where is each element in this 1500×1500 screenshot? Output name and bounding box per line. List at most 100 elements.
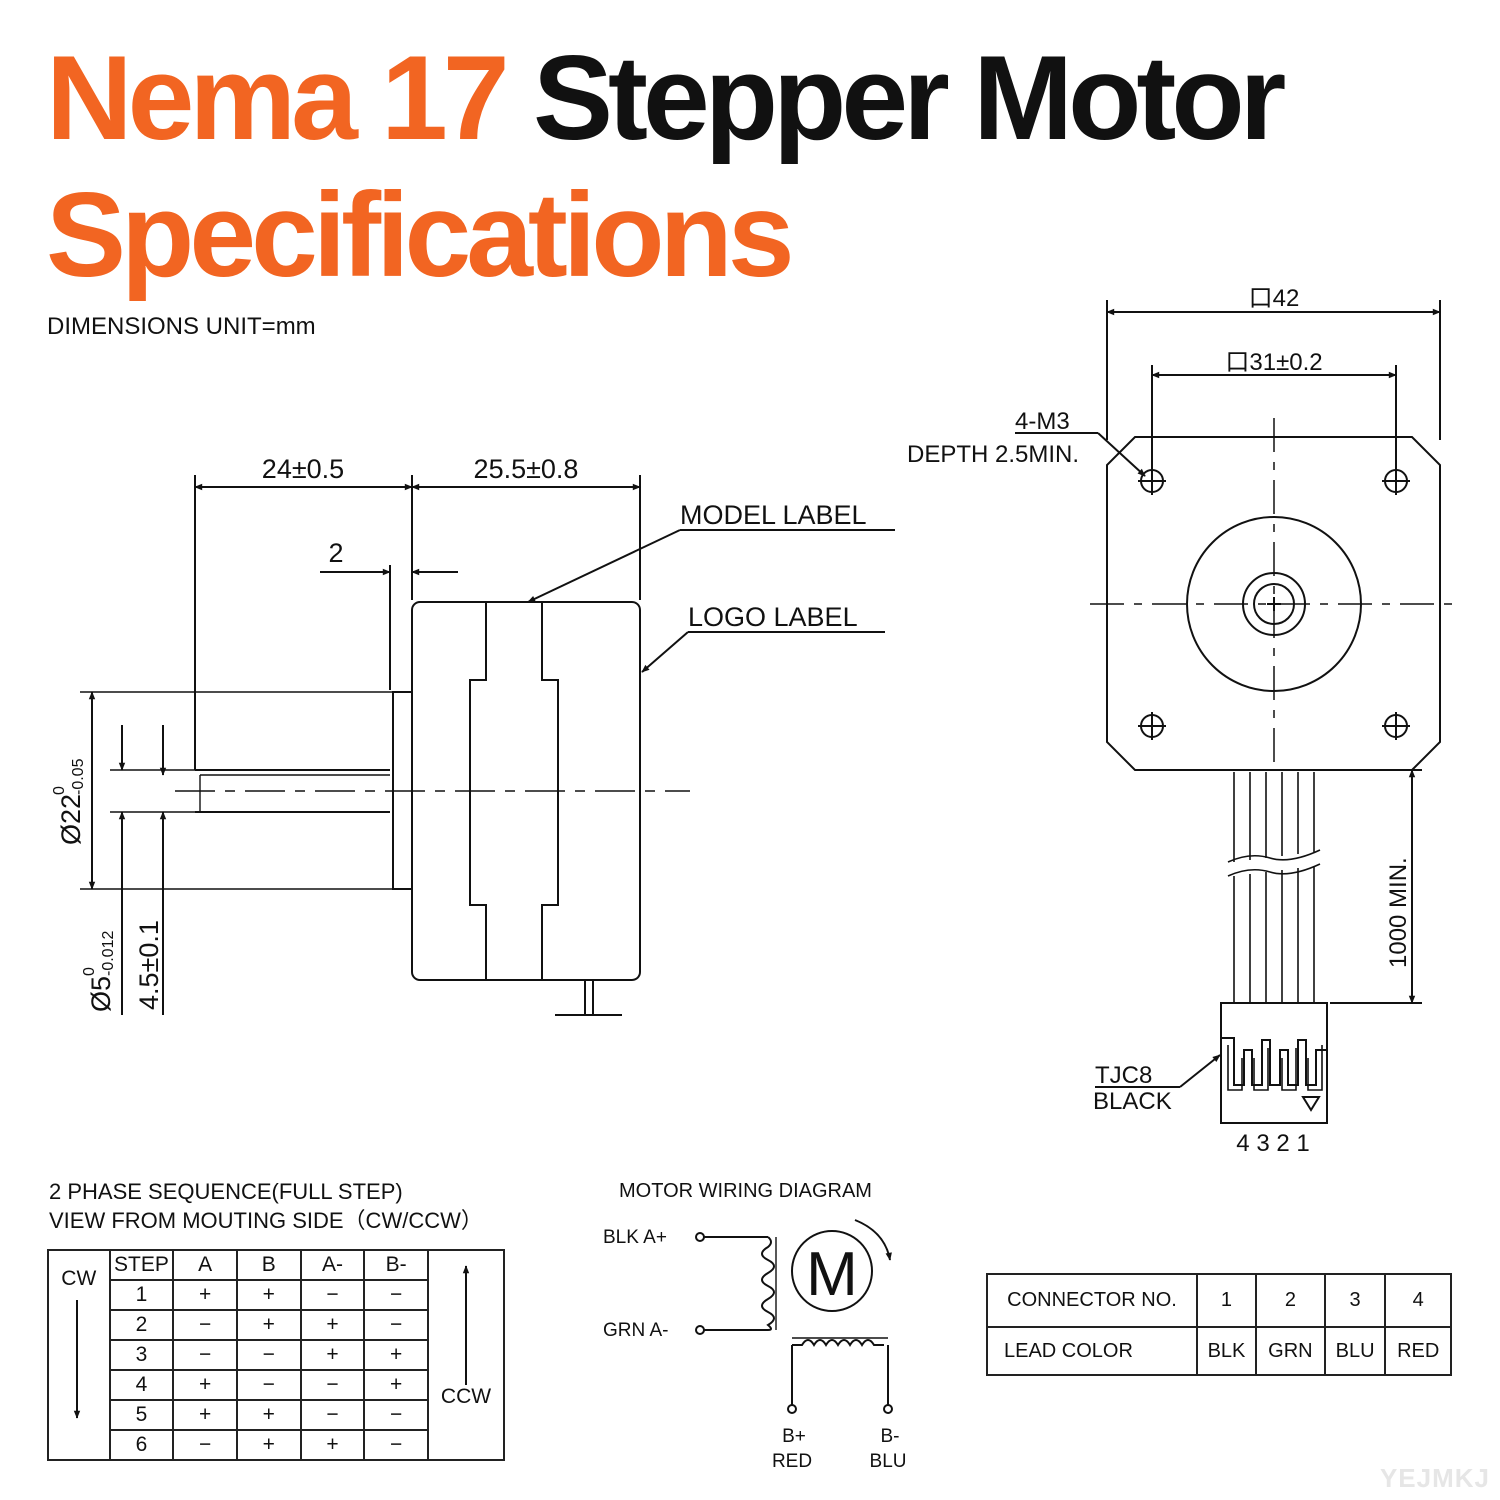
wiring-diagram [695,1219,893,1414]
polarity-cell: + [172,1279,238,1311]
dim-shaft-length: 24±0.5 [262,454,344,484]
dim-outer: 口42 [1249,285,1300,312]
header-a: A [172,1249,238,1281]
sequence-caption-line-1: 2 PHASE SEQUENCE(FULL STEP) [49,1179,403,1204]
dim-boss-dia-tol-upper: 0 [51,786,68,795]
connector-label-1: TJC8 [1095,1062,1152,1089]
connector-number-row: CONNECTOR NO. 1 2 3 4 [986,1273,1452,1328]
polarity-cell: − [363,1309,429,1341]
wire-b-plus-color: RED [772,1451,812,1472]
connector-no-label: CONNECTOR NO. [986,1273,1198,1328]
header-b: B [235,1249,302,1281]
table-row: 4 + − − + [48,1369,504,1401]
polarity-cell: + [299,1429,366,1461]
dim-shaft-dia: Ø5 [86,976,116,1012]
polarity-cell: − [299,1369,366,1401]
step-number: 4 [108,1369,175,1401]
units-note: DIMENSIONS UNIT=mm [47,313,316,340]
connector-pins: 4 3 2 1 [1236,1130,1309,1157]
mounting-holes [1138,467,1410,740]
motor-symbol: M [806,1240,858,1309]
connector-label-2: BLACK [1093,1088,1172,1115]
ccw-cell: CCW [426,1249,506,1461]
polarity-cell: − [172,1309,238,1341]
dim-holes: 口31±0.2 [1225,349,1322,376]
wiring-title: MOTOR WIRING DIAGRAM [619,1180,872,1202]
lead-color: GRN [1254,1326,1326,1376]
lead-color: BLU [1323,1326,1387,1376]
connector-no: 3 [1323,1273,1387,1328]
sequence-caption-line-2: VIEW FROM MOUTING SIDE（CW/CCW） [49,1208,483,1233]
table-row: 3 − − + + [48,1339,504,1371]
lead-color-label: LEAD COLOR [986,1326,1198,1376]
wire-a-minus: GRN A- [603,1320,668,1341]
polarity-cell: − [363,1279,429,1311]
phase-sequence-table: CW STEP A B A- B- CCW 1 + + − − 2 − + + … [47,1249,506,1461]
title-stepper-motor: Stepper Motor [533,31,1286,165]
polarity-cell: + [172,1399,238,1431]
polarity-cell: + [299,1339,366,1371]
holes-label-2: DEPTH 2.5MIN. [907,441,1079,468]
label-model: MODEL LABEL [680,500,867,530]
polarity-cell: + [235,1279,302,1311]
polarity-cell: − [299,1399,366,1431]
cw-label: CW [61,1267,97,1290]
connector-no: 1 [1196,1273,1257,1328]
step-number: 5 [108,1399,175,1431]
dim-boss: 2 [328,538,343,568]
polarity-cell: + [363,1339,429,1371]
polarity-cell: − [172,1339,238,1371]
polarity-cell: − [235,1369,302,1401]
lead-color: BLK [1196,1326,1257,1376]
dim-shaft-dia-tol-upper: 0 [81,967,98,976]
polarity-cell: − [235,1339,302,1371]
wire-b-minus: B- [881,1426,900,1447]
watermark: YEJMKJ [1379,1463,1490,1493]
polarity-cell: − [172,1429,238,1461]
step-number: 6 [108,1429,175,1461]
polarity-cell: − [363,1399,429,1431]
title-line-1: Nema 17 Stepper Motor [46,38,1286,158]
drawing-text: 24±0.5 25.5±0.8 2 MODEL LABEL LOGO LABEL… [51,285,1412,1472]
polarity-cell: + [235,1309,302,1341]
step-number: 2 [108,1309,175,1341]
header-b-minus: B- [363,1249,429,1281]
polarity-cell: + [235,1429,302,1461]
header-step: STEP [108,1249,175,1281]
title-specifications: Specifications [46,168,795,302]
cw-cell: CW [47,1249,111,1461]
table-row: 2 − + + − [48,1309,504,1341]
table-row: 5 + + − − [48,1399,504,1431]
sequence-caption: 2 PHASE SEQUENCE(FULL STEP) VIEW FROM MO… [49,1177,483,1235]
side-view [80,475,895,1016]
polarity-cell: − [363,1429,429,1461]
lead-color: RED [1384,1326,1452,1376]
wire-b-minus-color: BLU [870,1451,907,1472]
ccw-label: CCW [440,1385,492,1408]
step-number: 3 [108,1339,175,1371]
connector-no: 2 [1254,1273,1326,1328]
dim-flat: 4.5±0.1 [134,920,164,1010]
step-number: 1 [108,1279,175,1311]
wire-b-plus: B+ [782,1426,806,1447]
polarity-cell: + [235,1399,302,1431]
polarity-cell: + [363,1369,429,1401]
holes-label-1: 4-M3 [1015,408,1070,435]
header-a-minus: A- [299,1249,366,1281]
wire-a-plus: BLK A+ [603,1227,667,1248]
table-row: 1 + + − − [48,1279,504,1311]
table-row: 6 − + + − [48,1429,504,1461]
connector-no: 4 [1384,1273,1452,1328]
polarity-cell: − [299,1279,366,1311]
title-nema-17: Nema 17 [46,31,510,165]
lead-color-row: LEAD COLOR BLK GRN BLU RED [986,1326,1452,1376]
label-logo: LOGO LABEL [688,602,858,632]
polarity-cell: + [172,1369,238,1401]
dim-body-length: 25.5±0.8 [474,454,579,484]
dim-cable: 1000 MIN. [1385,857,1412,968]
dim-boss-dia: Ø22 [56,794,86,845]
front-view [1015,300,1458,1124]
dim-shaft-dia-tol-lower: -0.012 [100,931,117,976]
connector-table: CONNECTOR NO. 1 2 3 4 LEAD COLOR BLK GRN… [986,1273,1452,1376]
